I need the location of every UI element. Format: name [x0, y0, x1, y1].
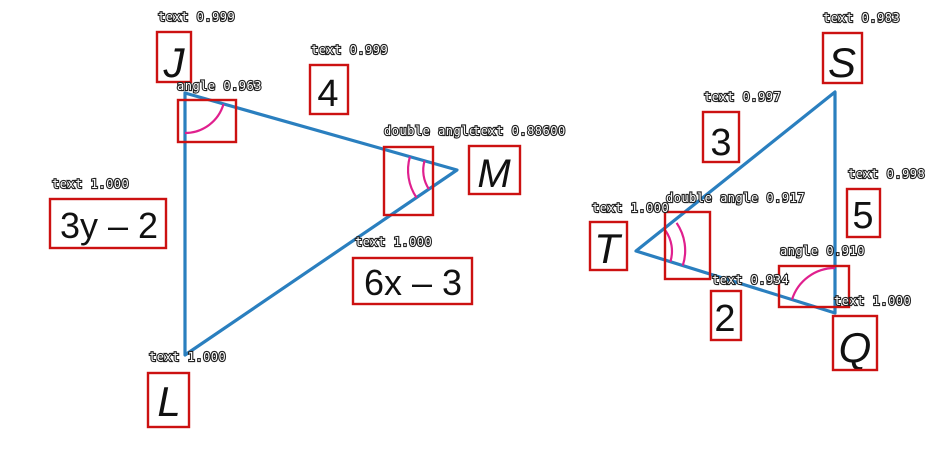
side-label-ts: 3 [710, 122, 731, 164]
side-label-lm: 6x – 3 [364, 262, 462, 303]
bbox-j [155, 30, 193, 84]
caption-side-ts: text 0.997 [704, 90, 781, 104]
triangle-stq-edges [634, 90, 837, 315]
angle-j-arc [184, 103, 225, 135]
caption-s: text 0.983 [823, 11, 900, 25]
bbox-angle-j [176, 98, 238, 144]
caption-side-sq: text 0.998 [848, 167, 925, 181]
vertex-label-s: S [828, 39, 856, 86]
caption-q: text 1.000 [834, 294, 911, 308]
angle-t-arc-inner [664, 229, 674, 263]
vertex-label-l: L [157, 378, 180, 425]
angle-t-arc-outer [675, 222, 687, 266]
caption-angle-t: double angle 0.917 [666, 191, 805, 205]
bbox-side-lm [351, 256, 474, 306]
caption-side-jm: text 0.999 [311, 43, 388, 57]
triangle-jlm [183, 91, 459, 357]
detection-captions: text 0.999 text 0.999 angle 0.963 double… [51, 9, 926, 365]
bbox-l [146, 371, 191, 429]
bbox-side-ts [701, 110, 741, 164]
caption-m: text 0.88600 [473, 124, 566, 138]
angle-q-arc [790, 266, 836, 300]
bbox-m [467, 144, 522, 196]
vertex-label-q: Q [839, 324, 872, 371]
caption-side-tq: text 0.934 [712, 273, 789, 287]
bbox-angle-t [663, 210, 712, 281]
caption-j: text 0.999 [158, 10, 235, 24]
bbox-q [831, 314, 879, 372]
side-label-tq: 2 [714, 298, 735, 340]
bbox-angle-q [777, 264, 851, 309]
caption-l: text 1.000 [149, 350, 226, 364]
caption-angle-m: double angle [384, 124, 477, 138]
bbox-angle-m [382, 145, 435, 217]
bbox-side-jm [308, 63, 350, 116]
caption-side-jl: text 1.000 [52, 177, 129, 191]
caption-side-lm: text 1.000 [355, 235, 432, 249]
side-label-jl: 3y – 2 [60, 205, 158, 246]
vertex-label-m: M [477, 152, 511, 196]
angle-m-arc-inner [422, 160, 430, 190]
side-label-sq: 5 [852, 195, 873, 237]
caption-t: text 1.000 [592, 201, 669, 215]
bbox-side-tq [709, 289, 743, 342]
vertex-label-t: T [594, 225, 623, 272]
caption-angle-q: angle 0.910 [780, 244, 865, 258]
triangle-jlm-edges [183, 91, 459, 357]
triangle-stq [634, 90, 837, 315]
angle-m-arc-outer [407, 156, 418, 199]
side-label-jm: 4 [317, 73, 338, 115]
bbox-t [588, 220, 629, 272]
vertex-label-j: J [163, 39, 186, 86]
bbox-side-jl [48, 197, 168, 250]
bbox-side-sq [845, 187, 882, 239]
detection-boxes [48, 30, 882, 429]
caption-angle-j: angle 0.963 [177, 79, 262, 93]
bbox-s [821, 31, 864, 85]
